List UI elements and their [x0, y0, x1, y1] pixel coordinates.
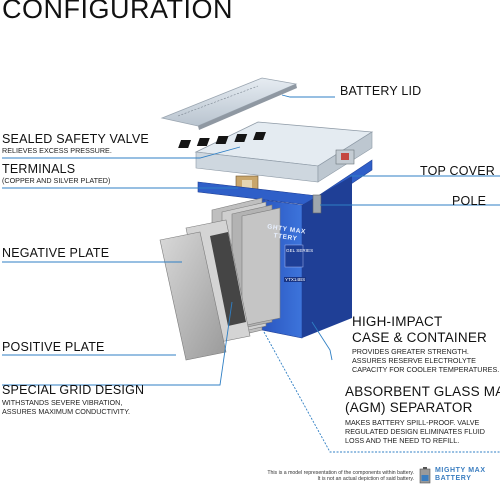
battery-face-model: YTX14BS	[284, 277, 306, 282]
label-pole: POLE	[452, 194, 486, 208]
battery-logo-icon	[418, 466, 432, 484]
label-case-sub2: ASSURES RESERVE ELECTROLYTE	[352, 356, 476, 365]
label-special-grid-design: SPECIAL GRID DESIGN	[2, 383, 144, 397]
disclaimer: This is a model representation of the co…	[267, 470, 414, 483]
label-case-sub3: CAPACITY FOR COOLER TEMPERATURES.	[352, 365, 499, 374]
label-top-cover: TOP COVER	[420, 164, 495, 178]
leader-battery-lid	[282, 95, 335, 97]
logo-line2: BATTERY	[435, 475, 471, 483]
label-terminals-sub: (COPPER AND SILVER PLATED)	[2, 176, 110, 185]
label-negative-plate: NEGATIVE PLATE	[2, 246, 109, 260]
label-special-grid-design-sub1: WITHSTANDS SEVERE VIBRATION,	[2, 398, 122, 407]
label-agm-sub3: LOSS AND THE NEED TO REFILL.	[345, 436, 459, 445]
battery-lid-part	[162, 78, 297, 130]
label-case-sub1: PROVIDES GREATER STRENGTH.	[352, 347, 469, 356]
label-agm-sub2: REGULATED DESIGN ELIMINATES FLUID	[345, 427, 485, 436]
label-agm-sub1: MAKES BATTERY SPILL-PROOF. VALVE	[345, 418, 479, 427]
label-sealed-safety-valve-sub: RELIEVES EXCESS PRESSURE.	[2, 146, 112, 155]
label-case-line1: HIGH-IMPACT	[352, 314, 442, 330]
label-terminals: TERMINALS	[2, 162, 75, 176]
label-agm-line2: (AGM) SEPARATOR	[345, 400, 473, 416]
logo-line1: MIGHTY MAX	[435, 467, 486, 475]
pole-part	[313, 195, 321, 213]
disclaimer-line2: It is not an actual depiction of said ba…	[267, 476, 414, 482]
battery-face-series: GEL SERIES	[286, 248, 313, 253]
label-positive-plate: POSITIVE PLATE	[2, 340, 105, 354]
label-sealed-safety-valve: SEALED SAFETY VALVE	[2, 132, 149, 146]
label-special-grid-design-sub2: ASSURES MAXIMUM CONDUCTIVITY.	[2, 407, 130, 416]
brand-logo: MIGHTY MAX BATTERY	[418, 466, 498, 484]
label-battery-lid: BATTERY LID	[340, 84, 421, 98]
label-agm-line1: ABSORBENT GLASS MAT	[345, 384, 500, 400]
terminal-negative	[336, 150, 354, 164]
label-case-line2: CASE & CONTAINER	[352, 330, 487, 346]
